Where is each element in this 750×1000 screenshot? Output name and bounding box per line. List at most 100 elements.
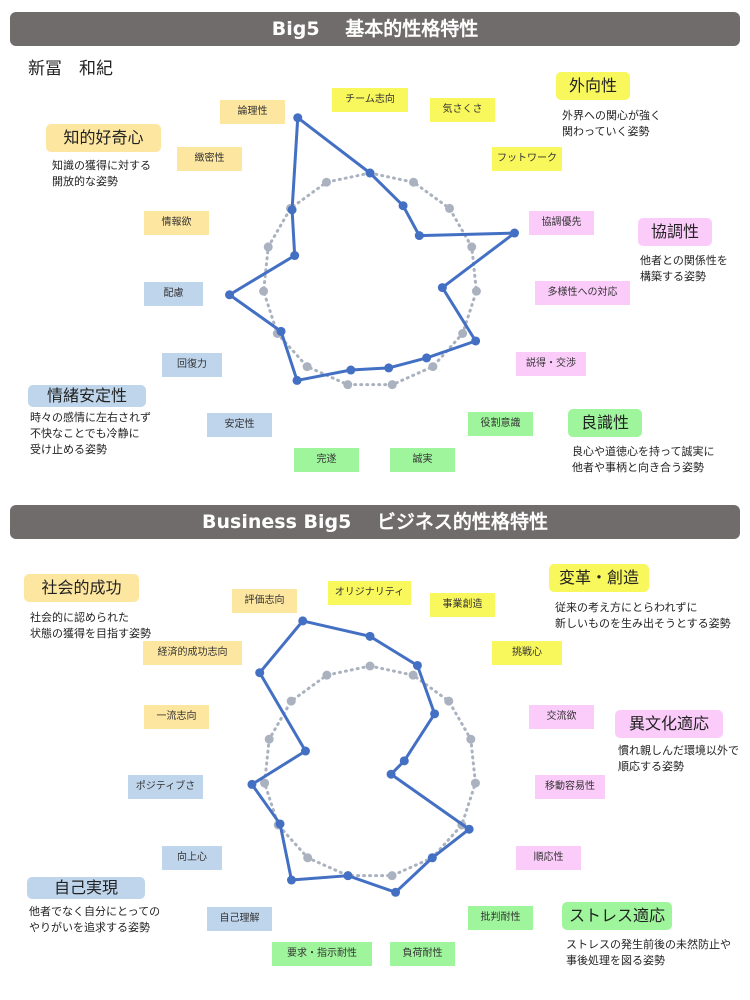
axis-label: 批判耐性: [468, 906, 533, 930]
score-point: [300, 746, 310, 756]
category-badge: 自己実現: [27, 877, 145, 899]
score-point: [275, 819, 285, 829]
score-point: [290, 251, 300, 261]
average-point: [285, 203, 295, 213]
average-point: [387, 380, 397, 390]
score-point: [247, 779, 257, 789]
score-point: [430, 709, 440, 719]
axis-label: 多様性への対応: [535, 281, 630, 305]
axis-label: 安定性: [207, 413, 272, 437]
axis-label: 向上心: [162, 846, 222, 870]
score-point: [391, 887, 401, 897]
category-description: 他者との関係性を 構築する姿勢: [640, 254, 728, 283]
axis-label: 自己理解: [207, 907, 272, 931]
average-point: [466, 734, 476, 744]
average-point: [471, 286, 481, 296]
category-badge: 異文化適応: [615, 710, 723, 738]
score-point: [398, 201, 408, 211]
axis-label: 挑戦心: [492, 641, 562, 665]
person-name: 新冨 和紀: [28, 59, 113, 79]
axis-label: 事業創造: [430, 593, 495, 617]
score-point: [298, 616, 308, 626]
average-point: [302, 362, 312, 372]
category-badge: 協調性: [638, 218, 712, 246]
score-point: [399, 756, 409, 766]
category-badge: 情緒安定性: [28, 385, 146, 407]
average-series-line: [263, 664, 477, 878]
axis-label: 一流志向: [144, 705, 209, 729]
category-description: 社会的に認められた 状態の獲得を目指す姿勢: [30, 611, 151, 640]
average-point: [427, 853, 437, 863]
category-description: 時々の感情に左右されず 不快なことでも冷静に 受け止める姿勢: [30, 411, 151, 456]
average-point: [444, 696, 454, 706]
average-point: [467, 242, 477, 252]
average-point: [408, 670, 418, 680]
axis-label: ポジティブさ: [128, 775, 203, 799]
category-badge: ストレス適応: [562, 902, 672, 930]
score-point: [510, 228, 520, 238]
average-point: [321, 177, 331, 187]
average-point: [273, 820, 283, 830]
score-point: [343, 871, 353, 881]
score-point: [384, 363, 394, 373]
average-point: [303, 853, 313, 863]
axis-label: 経済的成功志向: [143, 641, 242, 665]
average-point: [387, 871, 397, 881]
axis-label: 誠実: [390, 448, 455, 472]
axis-label: チーム志向: [332, 88, 408, 112]
axis-label: 完遂: [294, 448, 359, 472]
axis-label: 論理性: [220, 100, 285, 124]
average-point: [470, 778, 480, 788]
section-header-big5: Big5 基本的性格特性: [10, 12, 740, 46]
category-badge: 社会的成功: [24, 574, 139, 602]
axis-label: 順応性: [516, 846, 581, 870]
average-point: [457, 820, 467, 830]
axis-label: 説得・交渉: [516, 352, 586, 376]
score-point: [346, 365, 356, 375]
category-badge: 変革・創造: [549, 564, 649, 592]
score-point: [293, 113, 303, 123]
axis-label: 配慮: [144, 282, 203, 306]
average-point: [409, 177, 419, 187]
average-point: [272, 329, 282, 338]
category-description: ストレスの発生前後の未然防止や 事後処理を図る姿勢: [566, 938, 731, 967]
average-point: [263, 242, 273, 252]
axis-label: 気さくさ: [430, 98, 495, 122]
average-point: [286, 696, 296, 706]
category-badge: 外向性: [556, 72, 630, 100]
axis-label: 交流欲: [529, 705, 594, 729]
score-point: [422, 353, 432, 363]
average-point: [260, 778, 270, 788]
average-point: [343, 871, 353, 881]
score-point: [365, 631, 375, 641]
category-badge: 知的好奇心: [46, 124, 161, 152]
average-point: [365, 168, 375, 178]
score-point: [464, 824, 474, 834]
category-description: 良心や道徳心を持って誠実に 他者や事柄と向き合う姿勢: [572, 445, 715, 474]
axis-label: オリジナリティ: [328, 581, 411, 605]
score-series-line: [228, 116, 517, 382]
average-point: [458, 329, 468, 338]
axis-label: 情報欲: [144, 211, 209, 235]
axis-label: 要求・指示耐性: [272, 942, 372, 966]
score-point: [412, 660, 422, 670]
axis-label: 移動容易性: [535, 775, 605, 799]
axis-label: フットワーク: [492, 147, 562, 171]
score-point: [427, 853, 437, 863]
category-description: 従来の考え方にとらわれずに 新しいものを生み出そうとする姿勢: [555, 601, 731, 630]
section-header-business-big5: Business Big5 ビジネス的性格特性: [10, 505, 740, 539]
average-point: [365, 661, 375, 671]
axis-label: 役割意識: [468, 412, 533, 436]
score-point: [286, 875, 296, 885]
score-point: [255, 668, 265, 678]
category-description: 外界への関心が強く 関わっていく姿勢: [562, 109, 661, 138]
score-point: [437, 283, 447, 293]
score-point: [471, 336, 481, 346]
score-point: [287, 205, 297, 215]
axis-label: 負荷耐性: [390, 942, 455, 966]
axis-label: 緻密性: [177, 147, 242, 171]
score-point: [365, 168, 375, 178]
average-series-line: [262, 171, 478, 387]
score-series-line: [250, 619, 471, 894]
score-point: [292, 375, 302, 385]
